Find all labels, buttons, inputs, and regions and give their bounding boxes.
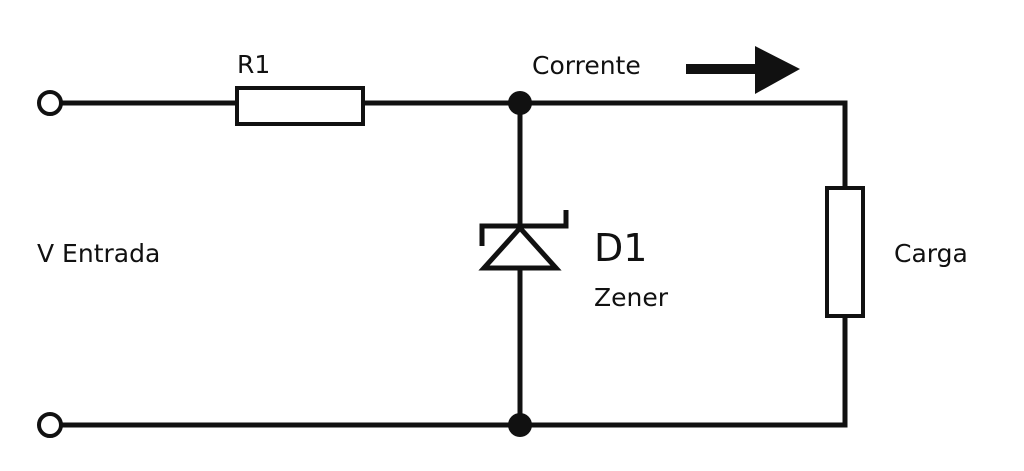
- resistor-r1: [235, 86, 365, 126]
- junction-dot-top: [508, 91, 532, 115]
- diode-type-label: Zener: [594, 283, 669, 312]
- zener-cathode-bar: [479, 210, 569, 246]
- wires: [59, 100, 848, 428]
- junction-dot-bottom: [508, 413, 532, 437]
- input-terminal-top: [37, 90, 63, 116]
- resistor-label: R1: [237, 50, 270, 79]
- current-arrow-icon: [686, 46, 800, 94]
- load-label: Carga: [894, 239, 968, 268]
- input-voltage-label: V Entrada: [37, 239, 160, 268]
- input-terminal-bottom: [37, 412, 63, 438]
- zener-diode-d1: [478, 210, 569, 271]
- load-resistor: [825, 186, 865, 318]
- zener-triangle: [478, 224, 562, 271]
- diode-label: D1: [594, 226, 647, 270]
- current-label: Corrente: [532, 51, 641, 80]
